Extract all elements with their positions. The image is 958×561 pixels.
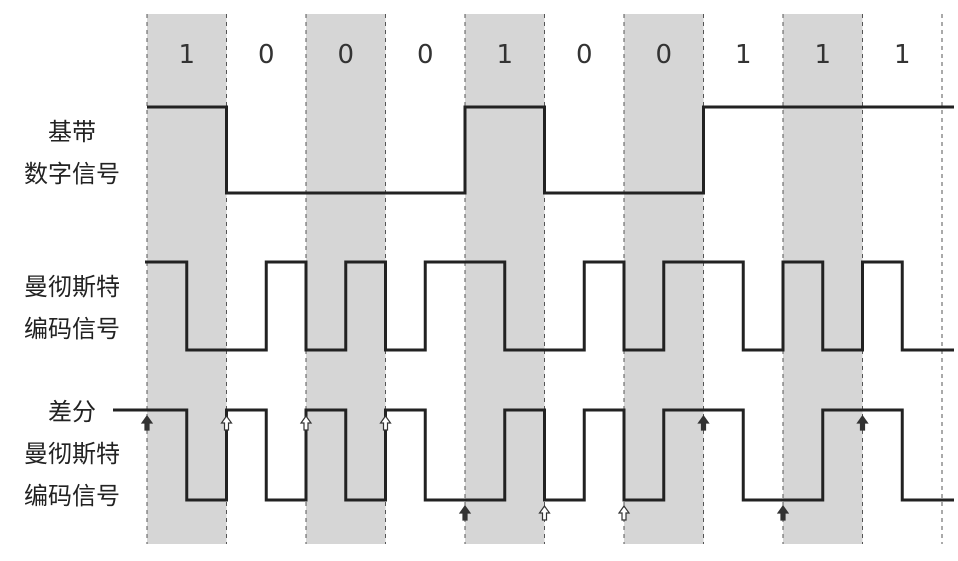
row-label-line: 曼彻斯特 bbox=[24, 440, 120, 468]
bit-label: 1 bbox=[735, 40, 752, 70]
manchester-signal bbox=[145, 260, 954, 352]
row-label-line: 数字信号 bbox=[24, 160, 120, 188]
bit-label: 1 bbox=[894, 40, 911, 70]
bit-label: 0 bbox=[655, 40, 672, 70]
filled-arrow-icon bbox=[776, 504, 790, 521]
hollow-arrow-icon bbox=[538, 504, 551, 521]
bit-labels: 1 0 0 0 1 0 0 1 1 1 bbox=[178, 40, 910, 70]
transition-arrows bbox=[140, 414, 869, 521]
bit-label: 0 bbox=[337, 40, 354, 70]
bit-label: 0 bbox=[576, 40, 593, 70]
bit-label: 0 bbox=[258, 40, 275, 70]
baseband-signal bbox=[147, 105, 954, 195]
filled-arrow-icon bbox=[856, 414, 869, 431]
filled-arrow-icon bbox=[140, 414, 154, 431]
hollow-arrow-icon bbox=[220, 414, 233, 431]
row-label-line: 编码信号 bbox=[24, 315, 120, 343]
signal-waveforms bbox=[113, 105, 954, 502]
bit-label: 1 bbox=[814, 40, 831, 70]
hollow-arrow-icon bbox=[617, 504, 631, 521]
row-label-line: 基带 bbox=[48, 118, 96, 146]
bit-label: 0 bbox=[417, 40, 434, 70]
bit-label: 1 bbox=[178, 40, 195, 70]
row-label-line: 曼彻斯特 bbox=[24, 273, 120, 301]
hollow-arrow-icon bbox=[299, 414, 313, 431]
row-label-line: 差分 bbox=[48, 398, 96, 426]
differential-manchester-signal bbox=[113, 408, 954, 502]
bit-label: 1 bbox=[496, 40, 513, 70]
filled-arrow-icon bbox=[697, 414, 710, 431]
hollow-arrow-icon bbox=[379, 414, 392, 431]
filled-arrow-icon bbox=[458, 504, 472, 521]
row-label-line: 编码信号 bbox=[24, 482, 120, 510]
